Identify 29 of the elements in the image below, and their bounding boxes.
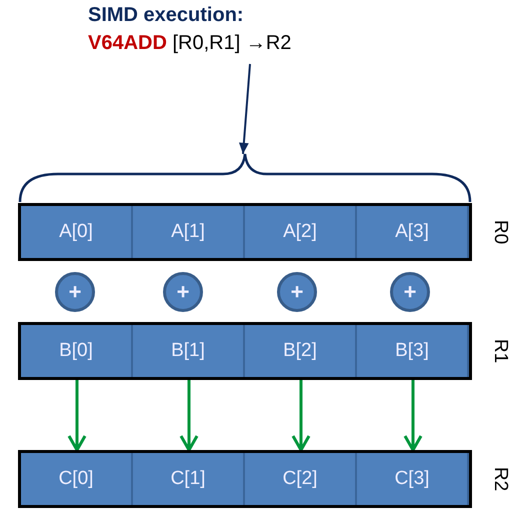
add-operator: + [390,272,430,312]
register-element: B[2] [245,325,357,377]
register-element: C[2] [245,453,357,505]
arrow [180,380,198,452]
register-name: R1 [489,338,512,364]
register-element: C[0] [21,453,133,505]
register-element: C[1] [133,453,245,505]
register-element: A[3] [357,206,469,258]
arrow [68,380,86,452]
add-operator: + [277,272,317,312]
register-element: A[0] [21,206,133,258]
arrow [404,380,422,452]
register-element: B[1] [133,325,245,377]
register-element: B[3] [357,325,469,377]
instruction-text: V64ADD [R0,R1] →R2 [88,32,292,55]
register-element: B[0] [21,325,133,377]
add-operator: + [163,272,203,312]
register-name: R0 [489,220,512,244]
register-bar [18,450,472,508]
register-element: A[1] [133,206,245,258]
register-element: A[2] [245,206,357,258]
add-operator: + [55,272,95,312]
register-element: C[3] [357,453,469,505]
register-bar [18,203,472,261]
arrow [238,64,251,154]
register-name: R2 [489,466,512,492]
heading: SIMD execution: [88,4,244,27]
arrow [292,380,310,452]
register-bar [18,322,472,380]
